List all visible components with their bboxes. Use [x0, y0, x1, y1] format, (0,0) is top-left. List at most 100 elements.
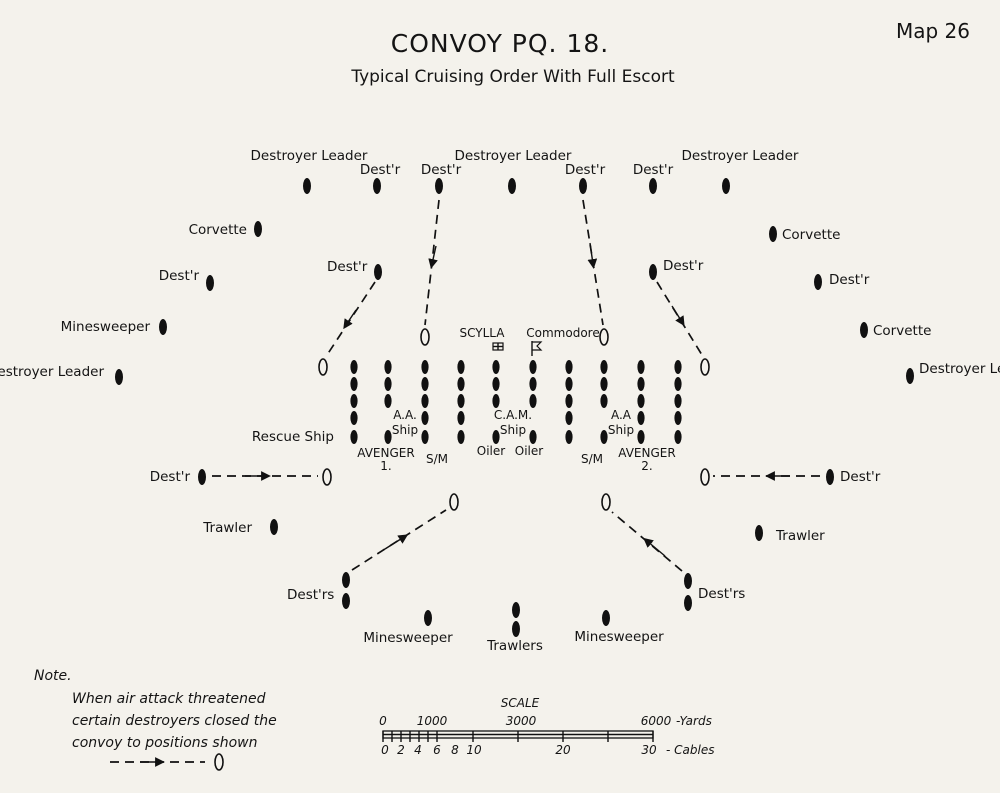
merchant-ship — [674, 394, 682, 408]
note-line: certain destroyers closed the — [72, 713, 277, 729]
merchant-ship — [421, 394, 429, 408]
closed-position-marker — [420, 328, 430, 346]
merchant-ship — [600, 360, 608, 374]
map-title: CONVOY PQ. 18. — [391, 29, 609, 58]
merchant-ship — [637, 430, 645, 444]
legend-position-marker — [214, 753, 224, 771]
merchant-ship — [457, 377, 465, 391]
note-line: When air attack threatened — [72, 691, 266, 707]
scale-yards-tick: 0 — [379, 714, 387, 728]
scale-cables-tick: 30 — [641, 743, 657, 757]
minesweeper-ship — [159, 319, 167, 335]
merchant-ship — [600, 394, 608, 408]
scale-cables-tick: 10 — [466, 743, 482, 757]
destroyer-ship — [826, 469, 834, 485]
merchant-ship — [637, 411, 645, 425]
destroyer-ship — [198, 469, 206, 485]
destroyer-leader-label: Destroyer Leader — [0, 364, 104, 380]
corvette-label: Corvette — [189, 222, 247, 238]
minesweeper-label: Minesweeper — [61, 319, 151, 335]
scale-cables-tick: 0 — [381, 743, 389, 757]
trawlers-label: Trawlers — [486, 638, 543, 654]
trawler-ship — [512, 602, 520, 618]
merchant-ship — [637, 394, 645, 408]
arrow-head — [587, 242, 598, 269]
minesweeper-label: Minesweeper — [363, 630, 453, 646]
merchant-ship — [457, 411, 465, 425]
destroyer-ship — [579, 178, 587, 194]
scale-yards-tick: 3000 — [506, 714, 537, 728]
merchant-ship — [529, 360, 537, 374]
corvette-label: Corvette — [873, 323, 931, 339]
merchant-ship — [421, 360, 429, 374]
minesweeper-ship — [602, 610, 610, 626]
scale-cables-tick: 4 — [414, 743, 422, 757]
destroyer-label: Dest'r — [829, 272, 870, 288]
merchant-ship — [565, 411, 573, 425]
trawler-ship — [270, 519, 278, 535]
merchant-ship — [350, 360, 358, 374]
destroyer-leader-ship — [303, 178, 311, 194]
arrow-head — [671, 305, 685, 327]
aa-ship-label: A.A.Ship — [392, 408, 418, 437]
destroyer-label: Dest'r — [421, 162, 462, 178]
destroyers-label: Dest'rs — [287, 587, 334, 603]
scale-cables-unit: - Cables — [666, 743, 714, 757]
submarine-label: S/M — [426, 452, 448, 466]
destroyer-ship — [206, 275, 214, 291]
merchant-ship — [529, 430, 537, 444]
air-attack-movements: Dest'r Dest'r Dest'r Dest'r Dest'rs — [150, 199, 881, 611]
merchant-ship — [457, 360, 465, 374]
merchant-ship — [565, 430, 573, 444]
scale-yards-tick: 1000 — [417, 714, 448, 728]
merchant-ship — [350, 411, 358, 425]
closed-position-marker — [700, 468, 710, 486]
arrow-head — [643, 537, 666, 557]
merchant-ship — [565, 394, 573, 408]
destroyer-label: Dest'r — [663, 258, 704, 274]
escort-lower: Trawler Trawler Minesweeper Trawlers Min… — [202, 519, 825, 654]
arrow-head — [343, 309, 357, 330]
corvette-ship — [769, 226, 777, 242]
destroyer-label: Dest'r — [150, 469, 191, 485]
closed-position-marker — [601, 493, 611, 511]
destroyer-label: Dest'r — [360, 162, 401, 178]
note-heading: Note. — [34, 668, 72, 684]
destroyer-leader-ship — [508, 178, 516, 194]
destroyer-leader-ship — [906, 368, 914, 384]
scale-cables-tick: 6 — [433, 743, 441, 757]
trawler-ship — [755, 525, 763, 541]
merchant-ship — [529, 394, 537, 408]
destroyer-ship — [373, 178, 381, 194]
destroyer-move-arrow — [351, 509, 447, 571]
merchant-ship — [457, 430, 465, 444]
scylla-flag-icon — [492, 342, 504, 351]
oiler-label: Oiler — [515, 444, 543, 458]
arrow-head — [428, 245, 438, 269]
merchant-ship — [565, 360, 573, 374]
map-number: Map 26 — [896, 19, 970, 43]
destroyer-ship — [684, 595, 692, 611]
note-line: convoy to positions shown — [72, 735, 257, 751]
merchant-ship — [674, 430, 682, 444]
merchant-ship — [492, 430, 500, 444]
merchant-ship — [457, 394, 465, 408]
escort-right-wing: Corvette Dest'r Corvette Destroyer Leade… — [769, 226, 1000, 384]
merchant-ship — [492, 360, 500, 374]
convoy-labels: Rescue Ship SCYLLA Commodore A.A.Ship C.… — [252, 326, 676, 473]
destroyer-label: Dest'r — [159, 268, 200, 284]
destroyer-leader-label: Destroyer Leader — [919, 361, 1000, 377]
oiler-label: Oiler — [477, 444, 505, 458]
destroyer-label: Dest'r — [565, 162, 606, 178]
destroyer-ship — [342, 593, 350, 609]
destroyer-ship — [435, 178, 443, 194]
merchant-ship — [350, 377, 358, 391]
destroyer-leader-label: Destroyer Leader — [682, 148, 799, 164]
commodore-flag-icon — [531, 341, 543, 356]
destroyer-leader-ship — [115, 369, 123, 385]
closed-position-marker — [322, 468, 332, 486]
